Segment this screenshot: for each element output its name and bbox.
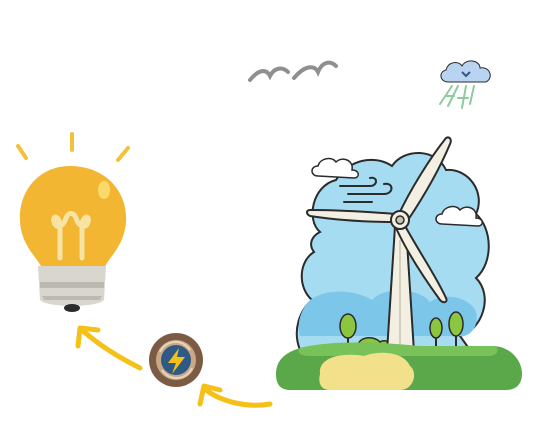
bulb-rays [18, 134, 128, 160]
storm-cloud-icon [440, 61, 490, 108]
wind-turbine-scene [276, 137, 522, 390]
arrow-icon [200, 386, 270, 405]
arrow-icon [78, 328, 140, 368]
light-bulb-icon [18, 134, 128, 312]
energy-coin-icon [149, 333, 203, 387]
cloud-icon [312, 159, 358, 178]
birds-icon [250, 63, 336, 80]
